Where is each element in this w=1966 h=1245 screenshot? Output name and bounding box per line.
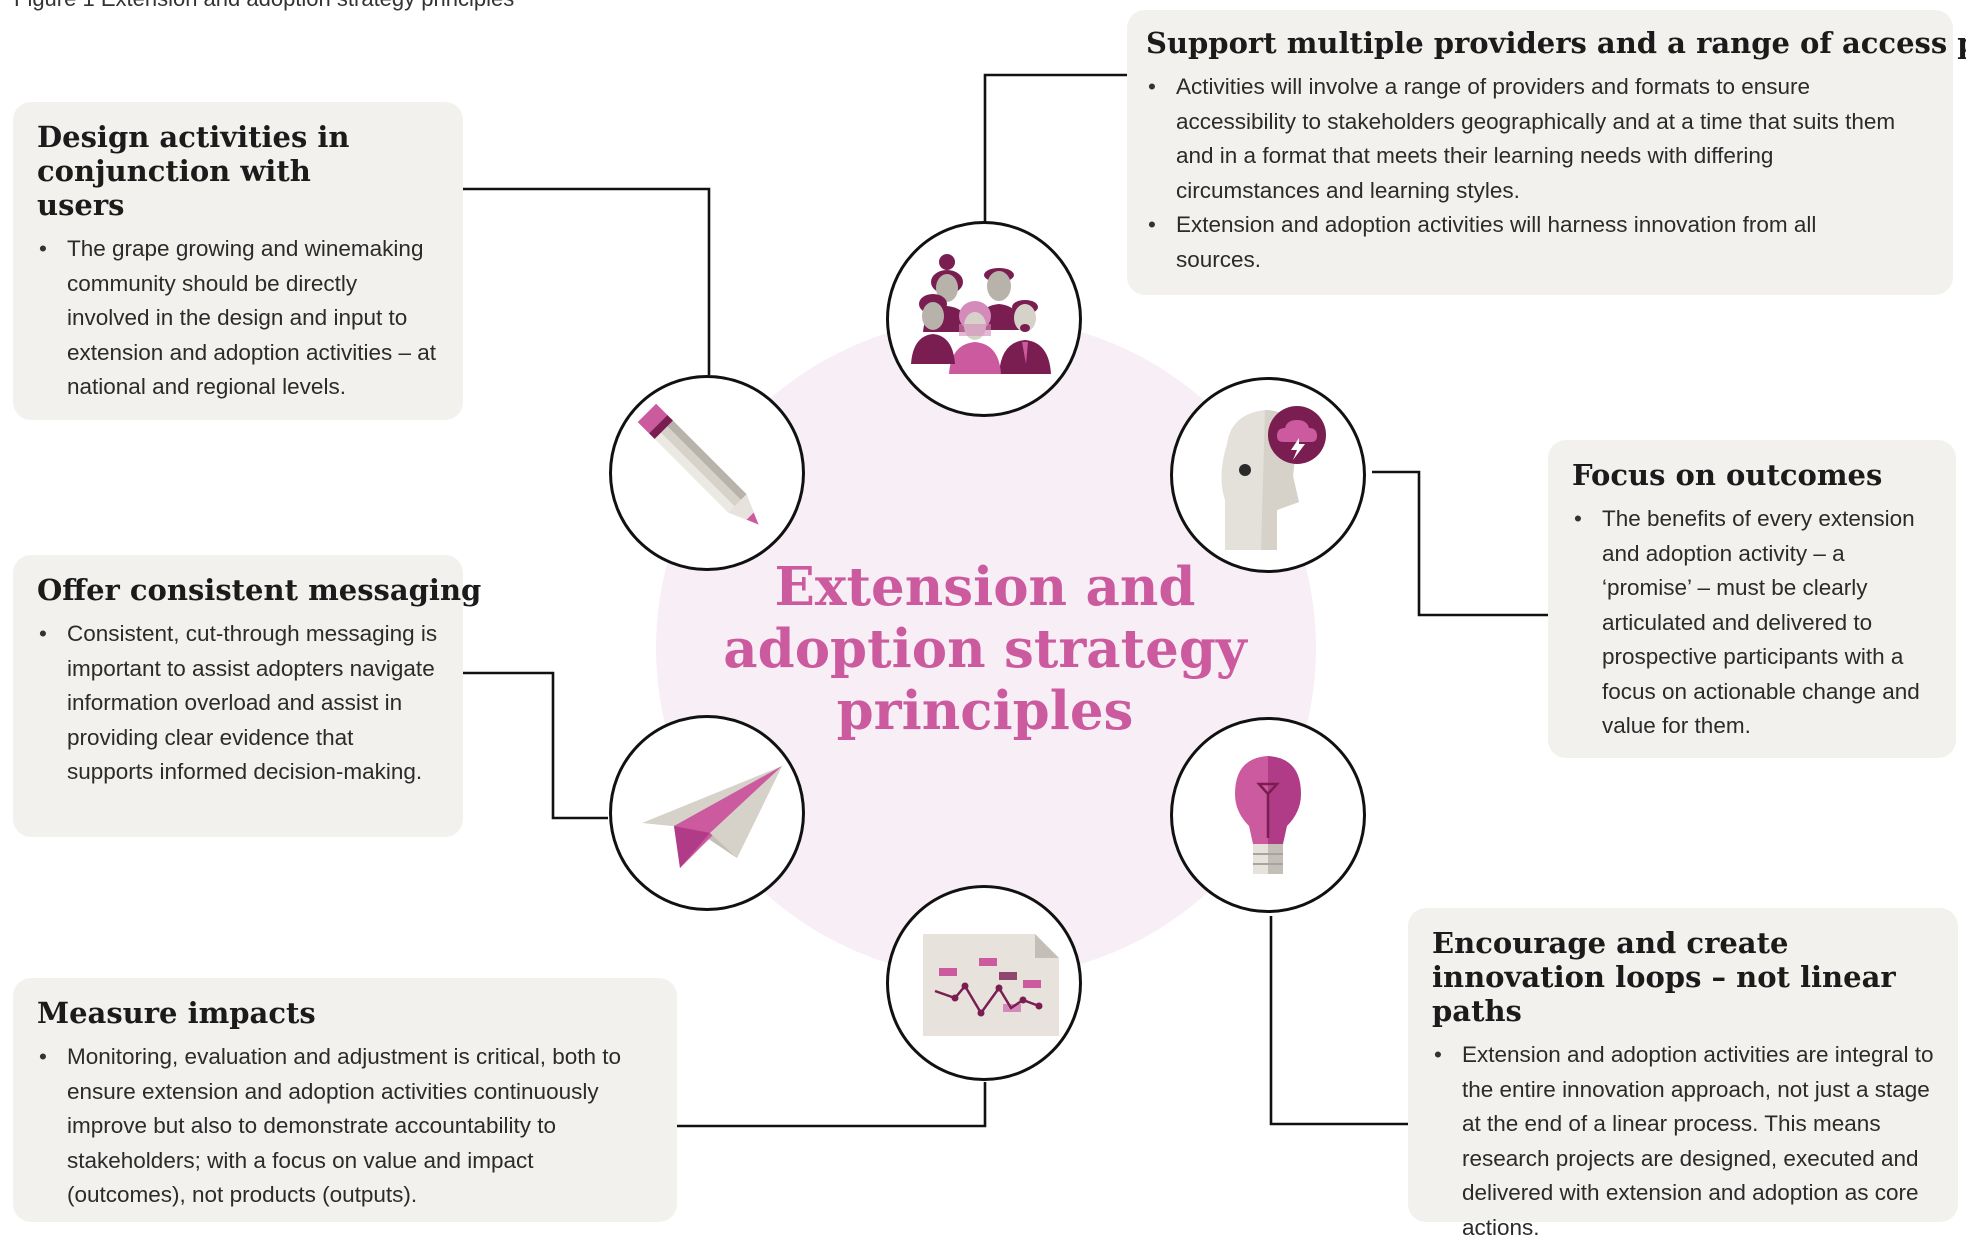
connector-innovation <box>1269 916 1408 1126</box>
center-title: Extension and adoption strategy principl… <box>723 556 1247 742</box>
connector-impacts <box>677 1082 987 1128</box>
plane-icon-circle <box>609 715 805 911</box>
bullet-item: Consistent, cut-through messaging is imp… <box>37 617 441 790</box>
card-innovation-loops: Encourage and create innovation loops – … <box>1408 908 1958 1240</box>
bullet-item: The grape growing and winemaking communi… <box>37 232 441 405</box>
bullet-list: Monitoring, evaluation and adjustment is… <box>37 1040 655 1213</box>
card-title: Focus on outcomes <box>1572 458 1883 492</box>
card-focus-outcomes: Focus on outcomes The benefits of every … <box>1548 440 1956 758</box>
bullet-list: The benefits of every extension and adop… <box>1572 502 1934 744</box>
head-icon-circle <box>1170 377 1366 573</box>
bullet-list: Activities will involve a range of provi… <box>1146 70 1906 277</box>
connector-providers <box>983 73 1127 223</box>
pencil-icon <box>637 403 759 525</box>
card-title: Encourage and create innovation loops – … <box>1432 926 1896 1028</box>
card-design-activities: Design activities in conjunction with us… <box>13 102 463 420</box>
connector-messaging <box>463 671 608 820</box>
people-group-icon <box>911 254 1051 374</box>
card-title: Measure impacts <box>37 996 316 1030</box>
bullet-item: Monitoring, evaluation and adjustment is… <box>37 1040 655 1213</box>
card-measure-impacts: Measure impacts Monitoring, evaluation a… <box>13 978 677 1222</box>
connector-design <box>463 187 711 375</box>
card-title: Support multiple providers and a range o… <box>1146 26 1966 60</box>
bullet-item: Extension and adoption activities are in… <box>1432 1038 1936 1245</box>
line-chart-document-icon <box>923 934 1059 1036</box>
card-consistent-messaging: Offer consistent messaging Consistent, c… <box>13 555 482 837</box>
head-idea-icon <box>1221 406 1326 550</box>
bulb-icon-circle <box>1170 717 1366 913</box>
figure-caption: Figure 1 Extension and adoption strategy… <box>14 0 514 12</box>
pencil-icon-circle <box>609 375 805 571</box>
card-title: Design activities in conjunction with us… <box>37 120 350 222</box>
connector-outcomes <box>1372 470 1548 617</box>
bullet-item: Extension and adoption activities will h… <box>1146 208 1906 277</box>
people-icon-circle <box>886 221 1082 417</box>
bullet-list: The grape growing and winemaking communi… <box>37 232 441 405</box>
card-support-providers: Support multiple providers and a range o… <box>1127 10 1966 295</box>
paper-plane-icon <box>642 766 782 868</box>
card-title: Offer consistent messaging <box>37 573 482 607</box>
bullet-list: Consistent, cut-through messaging is imp… <box>37 617 441 790</box>
chart-icon-circle <box>886 885 1082 1081</box>
bullet-list: Extension and adoption activities are in… <box>1432 1038 1936 1245</box>
bullet-item: Activities will involve a range of provi… <box>1146 70 1906 208</box>
bullet-item: The benefits of every extension and adop… <box>1572 502 1934 744</box>
lightbulb-icon <box>1235 756 1301 874</box>
